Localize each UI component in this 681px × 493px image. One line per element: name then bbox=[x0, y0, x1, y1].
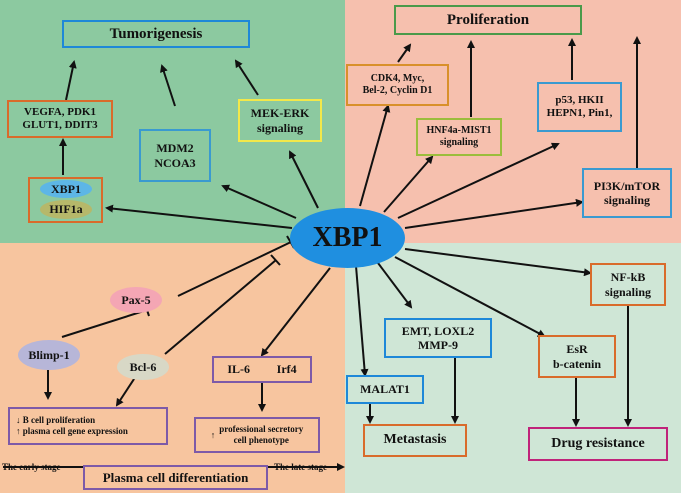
plasma-expr-label: plasma cell gene expression bbox=[22, 426, 128, 436]
nfkb-box: NF-kB signaling bbox=[590, 263, 666, 306]
arrow-to-hif1a bbox=[105, 204, 293, 229]
arrow-bcl6-down bbox=[115, 375, 137, 407]
blimp1-oval: Blimp-1 bbox=[18, 340, 80, 370]
xbp1-small-oval: XBP1 bbox=[40, 180, 92, 198]
plasma-title-box: Plasma cell differentiation bbox=[83, 465, 268, 490]
early-stage-label: The early stage bbox=[2, 462, 61, 472]
genes-vegfa-box: VEGFA, PDK1 GLUT1, DDIT3 bbox=[7, 100, 113, 138]
proliferation-box: Proliferation bbox=[394, 5, 582, 35]
secretory-label: professional secretory cell phenotype bbox=[219, 424, 304, 445]
arrow-to-p53 bbox=[397, 142, 560, 219]
tumorigenesis-box: Tumorigenesis bbox=[62, 20, 250, 48]
inhibit-to-pax5 bbox=[61, 309, 148, 338]
mek-erk-box: MEK-ERK signaling bbox=[238, 99, 322, 142]
inhibit-xbp1-from-pax5 bbox=[177, 241, 292, 297]
arrow-mek-to-tumor bbox=[234, 59, 259, 96]
b-prolif-label: B cell proliferation bbox=[22, 415, 96, 426]
arrow-to-esr bbox=[394, 256, 546, 337]
hnf4a-box: HNF4a-MIST1 signaling bbox=[416, 118, 502, 156]
drug-resistance-box: Drug resistance bbox=[528, 427, 668, 461]
esr-box: EsR b-catenin bbox=[538, 335, 616, 378]
late-stage-label: The late stage bbox=[274, 462, 327, 472]
arrow-to-il6 bbox=[260, 267, 331, 357]
arrow-to-malat1 bbox=[355, 265, 369, 377]
metastasis-drug-panel bbox=[345, 243, 681, 493]
arrow-to-pi3k bbox=[404, 198, 584, 229]
arrow-to-mdm2 bbox=[221, 184, 297, 219]
down-arrow-icon: ↓ bbox=[16, 415, 21, 426]
pi3k-box: PI3K/mTOR signaling bbox=[582, 168, 672, 218]
arrow-mdm2-to-tumor bbox=[160, 64, 176, 107]
arrow-to-cdk4 bbox=[359, 104, 391, 207]
malat1-box: MALAT1 bbox=[346, 375, 424, 404]
il6-label: IL-6 bbox=[227, 362, 250, 377]
b-prolif-row: ↓ B cell proliferation bbox=[16, 415, 95, 426]
cdk4-box: CDK4, Myc, Bel-2, Cyclin D1 bbox=[346, 64, 449, 106]
p53-box: p53, HKII HEPN1, Pin1, bbox=[537, 82, 622, 132]
metastasis-box: Metastasis bbox=[363, 424, 467, 457]
xbp1-hif1a-box bbox=[28, 177, 103, 223]
hif1a-oval: HIF1a bbox=[40, 200, 92, 219]
secretory-box: ↑ professional secretory cell phenotype bbox=[194, 417, 320, 453]
arrow-genes-to-tumor bbox=[65, 60, 77, 101]
up-arrow-icon: ↑ bbox=[210, 429, 216, 440]
plasma-expr-row: ↑ plasma cell gene expression bbox=[16, 426, 128, 437]
arrow-to-hnf4a bbox=[383, 155, 434, 213]
arrow-to-nfkb bbox=[404, 248, 592, 277]
il6-irf4-box: IL-6 Irf4 bbox=[212, 356, 312, 383]
arrow-cdk4-to-prolif bbox=[397, 43, 412, 63]
arrow-to-mek bbox=[289, 150, 319, 209]
pax5-oval: Pax-5 bbox=[110, 287, 162, 313]
xbp1-center-oval: XBP1 bbox=[290, 208, 405, 268]
proliferation-panel bbox=[345, 0, 681, 243]
irf4-label: Irf4 bbox=[276, 362, 297, 377]
b-cell-box: ↓ B cell proliferation ↑ plasma cell gen… bbox=[8, 407, 168, 445]
bcl6-oval: Bcl-6 bbox=[117, 354, 169, 380]
arrow-to-emt bbox=[377, 262, 413, 309]
up-arrow-icon: ↑ bbox=[16, 426, 21, 436]
mdm2-box: MDM2 NCOA3 bbox=[139, 129, 211, 182]
inhibit-xbp1-from-bcl6 bbox=[164, 259, 277, 355]
emt-box: EMT, LOXL2 MMP-9 bbox=[384, 318, 492, 358]
